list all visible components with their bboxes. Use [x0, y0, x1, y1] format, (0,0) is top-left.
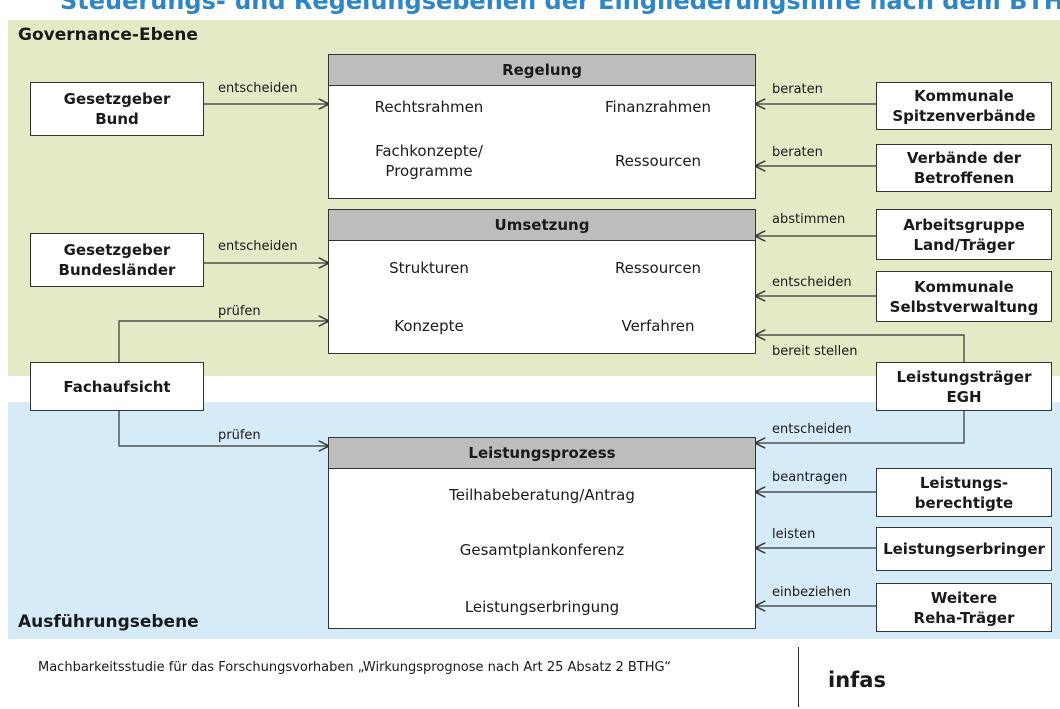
- label-traeger-entscheiden: entscheiden: [772, 422, 852, 437]
- label-verbaende-beraten: beraten: [772, 145, 823, 160]
- label-berechtigte-beantragen: beantragen: [772, 470, 848, 485]
- execution-label: Ausführungsebene: [18, 612, 199, 632]
- regelung-item-fachkonzepte: Fachkonzepte/ Programme: [375, 142, 483, 180]
- leistungsprozess-panel: Leistungsprozess Teilhabeberatung/Antrag…: [328, 437, 756, 629]
- label-fachaufsicht-pruefen-1: prüfen: [218, 304, 261, 319]
- label-laender-entscheiden: entscheiden: [218, 239, 298, 254]
- leistungstraeger-box: Leistungsträger EGH: [876, 362, 1052, 411]
- umsetzung-panel: Umsetzung Strukturen Ressourcen Konzepte…: [328, 209, 756, 354]
- leistungsprozess-title: Leistungsprozess: [329, 438, 755, 469]
- arbeitsgruppe-box: Arbeitsgruppe Land/Träger: [876, 209, 1052, 260]
- edge-traeger-umsetzung: [756, 335, 965, 362]
- label-spitzen-beraten: beraten: [772, 82, 823, 97]
- regelung-panel: Regelung Rechtsrahmen Finanzrahmen Fachk…: [328, 54, 756, 199]
- gesetzgeber-laender-box: Gesetzgeber Bundesländer: [30, 233, 204, 287]
- umsetzung-item-verfahren: Verfahren: [621, 317, 695, 335]
- fachaufsicht-box: Fachaufsicht: [30, 362, 204, 411]
- label-selbstverwaltung-entscheiden: entscheiden: [772, 275, 852, 290]
- umsetzung-item-strukturen: Strukturen: [389, 259, 469, 277]
- governance-label: Governance-Ebene: [18, 25, 198, 45]
- regelung-title: Regelung: [329, 55, 755, 86]
- label-traeger-bereit-stellen: bereit stellen: [772, 344, 858, 359]
- weitere-reha-box: Weitere Reha-Träger: [876, 583, 1052, 632]
- leistungserbringer-box: Leistungserbringer: [876, 527, 1052, 571]
- edge-traeger-leistung: [756, 411, 965, 443]
- label-erbringer-leisten: leisten: [772, 527, 816, 542]
- edge-fachaufsicht-leistung: [118, 411, 328, 446]
- kommunale-spitzenverbaende-box: Kommunale Spitzenverbände: [876, 82, 1052, 130]
- regelung-item-rechtsrahmen: Rechtsrahmen: [374, 98, 484, 116]
- umsetzung-item-ressourcen: Ressourcen: [614, 259, 702, 277]
- label-arbeitsgruppe-abstimmen: abstimmen: [772, 212, 846, 227]
- label-reha-einbeziehen: einbeziehen: [772, 585, 852, 600]
- page-title: Steuerungs- und Regelungsebenen der Eing…: [60, 0, 1060, 15]
- kommunale-selbstverwaltung-box: Kommunale Selbstverwaltung: [876, 271, 1052, 322]
- footer-divider: [798, 647, 799, 707]
- leistungsberechtigte-box: Leistungs- berechtigte: [876, 468, 1052, 517]
- umsetzung-title: Umsetzung: [329, 210, 755, 241]
- footer-text: Machbarkeitsstudie für das Forschungsvor…: [38, 660, 672, 675]
- label-fachaufsicht-pruefen-2: prüfen: [218, 428, 261, 443]
- label-bund-entscheiden: entscheiden: [218, 81, 298, 96]
- verbaende-betroffenen-box: Verbände der Betroffenen: [876, 144, 1052, 192]
- step-gesamtplankonferenz: Gesamtplankonferenz: [459, 541, 625, 559]
- step-teilhabeberatung: Teilhabeberatung/Antrag: [449, 486, 635, 504]
- gesetzgeber-bund-box: Gesetzgeber Bund: [30, 82, 204, 136]
- edge-fachaufsicht-umsetzung: [118, 321, 328, 362]
- infas-logo: infas: [828, 668, 886, 692]
- step-leistungserbringung: Leistungserbringung: [464, 598, 620, 616]
- regelung-item-finanzrahmen: Finanzrahmen: [605, 98, 711, 116]
- umsetzung-item-konzepte: Konzepte: [394, 317, 464, 335]
- regelung-item-ressourcen: Ressourcen: [614, 152, 702, 170]
